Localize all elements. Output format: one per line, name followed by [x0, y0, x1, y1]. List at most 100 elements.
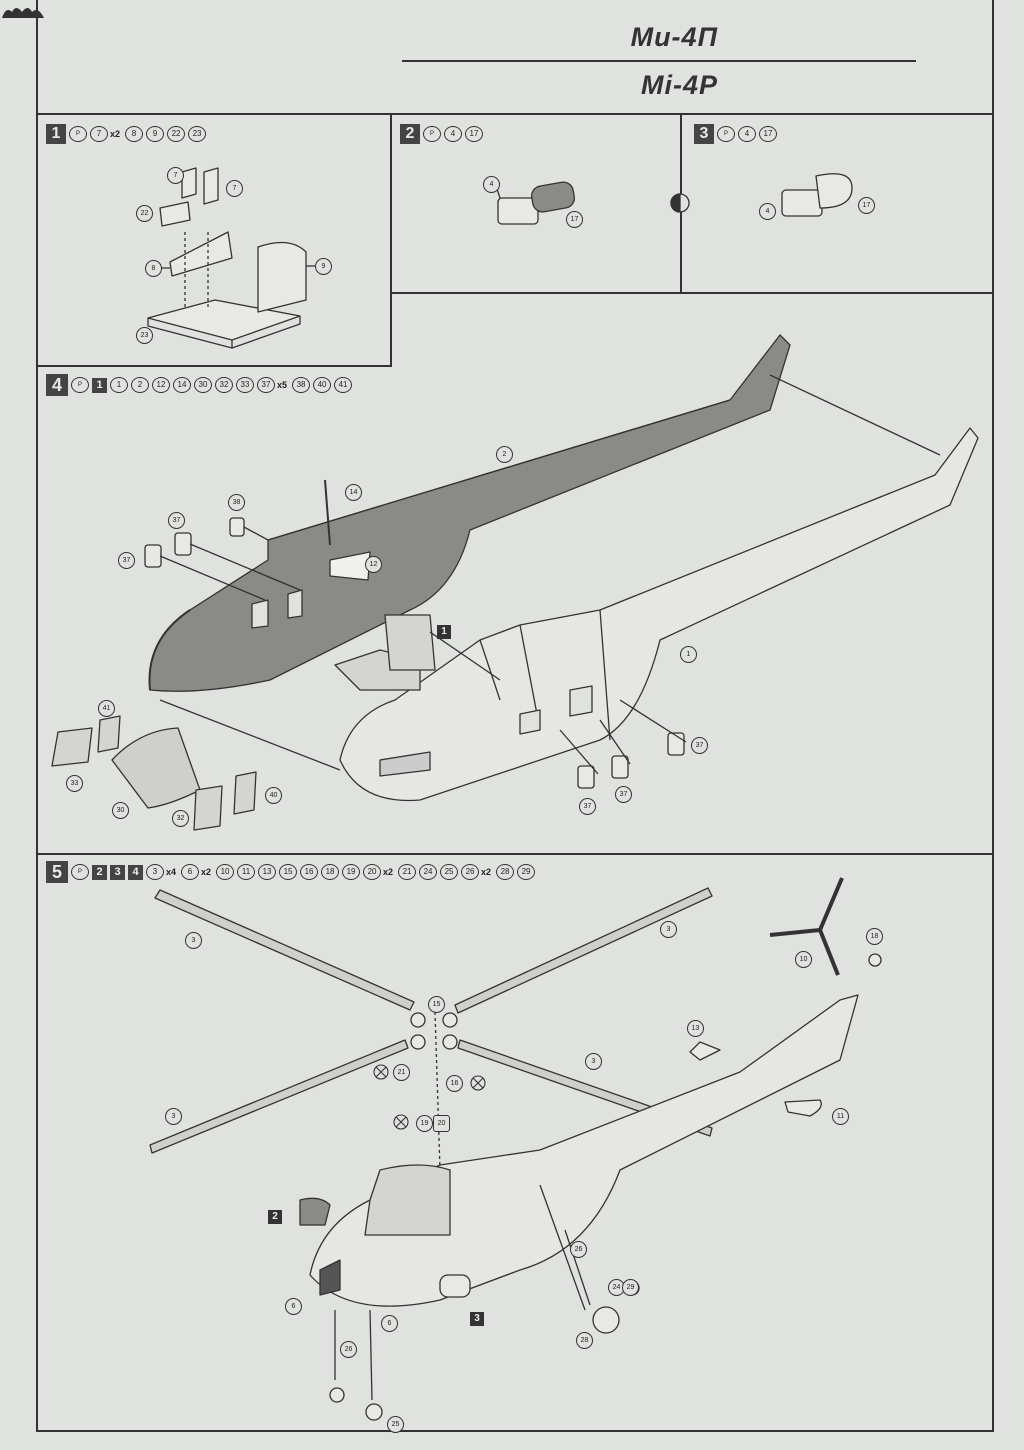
- part-number-badge: 2: [131, 377, 149, 393]
- part-number-badge: 32: [215, 377, 233, 393]
- part-number-badge: 17: [465, 126, 483, 142]
- callout-part-3: 3: [165, 1108, 182, 1125]
- part-number-badge: 3: [146, 864, 164, 880]
- glue-icon: P: [423, 126, 441, 142]
- step-reference-badge: 3: [110, 864, 125, 880]
- callout-part-33: 33: [66, 775, 83, 792]
- callout-part-4: 4: [483, 176, 500, 193]
- part-number-badge: 11: [237, 864, 256, 880]
- part-number-badge: 12: [152, 377, 170, 393]
- callout-part-3: 3: [660, 921, 677, 938]
- part-number-badge: 38: [292, 377, 311, 393]
- callout-part-17: 17: [858, 197, 875, 214]
- step-number-badge: 5: [46, 861, 68, 883]
- step-3-exhaust-drawing: [781, 173, 853, 217]
- callout-part-3: 3: [185, 932, 202, 949]
- publisher-logo: [2, 8, 44, 18]
- part-number-badge: 25: [440, 864, 459, 880]
- step-number-badge: 1: [46, 124, 66, 144]
- callout-part-40: 40: [265, 787, 282, 804]
- callout-part-13: 13: [687, 1020, 704, 1037]
- step-reference-box: 2: [268, 1210, 282, 1224]
- part-number-badge: 7: [90, 126, 108, 142]
- part-number-badge: 15: [279, 864, 298, 880]
- callout-part-37: 37: [691, 737, 708, 754]
- part-number-badge: 24: [419, 864, 438, 880]
- quantity-multiplier: x2: [110, 129, 121, 139]
- callout-part-37: 37: [168, 512, 185, 529]
- part-number-badge: 37: [257, 377, 275, 393]
- callout-part-37: 37: [118, 552, 135, 569]
- title-russian: Ми-4П: [630, 22, 718, 52]
- panel-divider-steps23: [390, 292, 994, 294]
- quantity-multiplier: x4: [166, 867, 177, 877]
- part-number-badge: 19: [342, 864, 361, 880]
- callout-part-14: 14: [345, 484, 362, 501]
- panel-divider-step1: [390, 113, 392, 365]
- part-number-badge: 26: [461, 864, 480, 880]
- glue-icon: P: [71, 377, 89, 393]
- part-number-badge: 8: [125, 126, 144, 142]
- callout-part-28: 28: [576, 1332, 593, 1349]
- part-number-badge: 14: [173, 377, 191, 393]
- callout-part-1: 1: [680, 646, 697, 663]
- part-number-badge: 20: [363, 864, 382, 880]
- panel-divider-step4: [36, 853, 994, 855]
- step-5-helicopter-drawing: [149, 877, 882, 1421]
- glue-icon: P: [717, 126, 735, 142]
- panel-divider-top: [36, 113, 994, 115]
- step-number-badge: 3: [694, 124, 714, 144]
- glue-icon: P: [71, 864, 89, 880]
- callout-part-22: 22: [136, 205, 153, 222]
- callout-part-38: 38: [228, 494, 245, 511]
- callout-part-6: 6: [285, 1298, 302, 1315]
- step-reference-box: 1: [437, 625, 451, 639]
- callout-part-20: 20: [433, 1115, 450, 1132]
- callout-part-26: 26: [570, 1241, 587, 1258]
- callout-part-21: 21: [393, 1064, 410, 1081]
- instruction-sheet: [36, 0, 994, 1432]
- quantity-multiplier: x2: [201, 867, 212, 877]
- step-number-badge: 4: [46, 374, 68, 396]
- quantity-multiplier: x2: [383, 867, 394, 877]
- callout-part-19: 19: [416, 1115, 433, 1132]
- part-number-badge: 1: [110, 377, 128, 393]
- callout-part-11: 11: [832, 1108, 849, 1125]
- callout-part-3: 3: [585, 1053, 602, 1070]
- callout-part-37: 37: [579, 798, 596, 815]
- callout-part-30: 30: [112, 802, 129, 819]
- step-2-exhaust-drawing: [495, 181, 576, 225]
- callout-part-18: 18: [866, 928, 883, 945]
- part-number-badge: 21: [398, 864, 417, 880]
- callout-part-16: 16: [446, 1075, 463, 1092]
- part-number-badge: 18: [321, 864, 340, 880]
- callout-part-23: 23: [136, 327, 153, 344]
- part-number-badge: 16: [300, 864, 319, 880]
- part-number-badge: 30: [194, 377, 212, 393]
- callout-part-4: 4: [759, 203, 776, 220]
- callout-part-26: 26: [340, 1341, 357, 1358]
- glue-icon: P: [69, 126, 87, 142]
- callout-part-32: 32: [172, 810, 189, 827]
- part-number-badge: 28: [496, 864, 515, 880]
- part-number-badge: 40: [313, 377, 332, 393]
- callout-part-9: 9: [315, 258, 332, 275]
- callout-part-7: 7: [226, 180, 243, 197]
- part-number-badge: 41: [334, 377, 353, 393]
- title-divider: [402, 60, 916, 62]
- step-1-seat-drawing: [147, 167, 318, 349]
- step-reference-badge: 4: [128, 864, 143, 880]
- part-number-badge: 17: [759, 126, 777, 142]
- callout-part-25: 25: [387, 1416, 404, 1433]
- step-reference-badge: 2: [92, 864, 107, 880]
- quantity-multiplier: x5: [277, 380, 288, 390]
- step-4-fuselage-drawing: [51, 334, 979, 831]
- part-number-badge: 22: [167, 126, 186, 142]
- part-number-badge: 10: [216, 864, 235, 880]
- callout-part-12: 12: [365, 556, 382, 573]
